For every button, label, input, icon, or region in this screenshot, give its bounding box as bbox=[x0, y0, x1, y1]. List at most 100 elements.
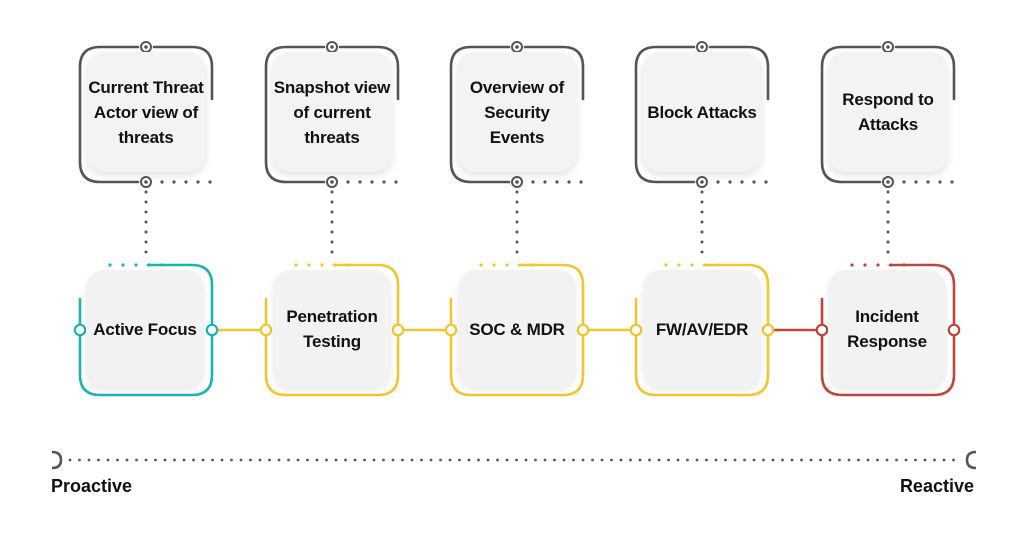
top-box-1-dot-3 bbox=[184, 180, 188, 184]
bottom-box-1-left-node bbox=[73, 323, 87, 337]
bottom-box-5-dot-4 bbox=[889, 263, 893, 267]
bottom-box-3-text: SOC & MDR bbox=[469, 319, 565, 339]
top-box-3-bottom-node-center bbox=[515, 180, 519, 184]
top-box-4-text: Block Attacks bbox=[647, 102, 757, 122]
bottom-box-4-text: FW/AV/EDR bbox=[655, 319, 749, 339]
bottom-box-2: Penetration Testing bbox=[273, 270, 391, 388]
top-box-3-outline bbox=[449, 45, 585, 184]
axis-start-bracket bbox=[51, 450, 63, 470]
top-box-2-outline bbox=[264, 45, 400, 184]
bottom-box-1: Active Focus bbox=[86, 270, 204, 388]
top-box-1-dot-5 bbox=[208, 180, 212, 184]
top-box-3-dot-2 bbox=[543, 180, 547, 184]
top-box-1-bottom-node-center bbox=[144, 180, 148, 184]
bottom-box-4-left-node bbox=[629, 323, 643, 337]
bottom-box-5-dot-5 bbox=[902, 263, 906, 267]
bottom-box-4-dot-3 bbox=[690, 263, 694, 267]
bottom-box-5-dot-1 bbox=[850, 263, 854, 267]
top-box-4-dot-1 bbox=[716, 180, 720, 184]
top-box-1-top-node-center bbox=[144, 45, 148, 49]
top-box-2-bottom-node-center bbox=[330, 180, 334, 184]
bottom-box-3: SOC & MDR bbox=[458, 270, 576, 388]
bottom-box-1-outline bbox=[78, 263, 214, 397]
bottom-box-2-left-node bbox=[259, 323, 273, 337]
bottom-box-1-text: Active Focus bbox=[93, 319, 197, 339]
bottom-box-5-right-node bbox=[947, 323, 961, 337]
top-box-5-outline bbox=[820, 45, 956, 184]
bottom-box-4-right-node bbox=[761, 323, 775, 337]
bottom-box-5-left-node bbox=[815, 323, 829, 337]
top-box-2-dot-2 bbox=[358, 180, 362, 184]
bottom-box-2-outline bbox=[264, 263, 400, 397]
top-box-1: Current Threat Actor view of threats bbox=[86, 52, 206, 172]
top-box-2-dot-3 bbox=[370, 180, 374, 184]
top-box-4-dot-3 bbox=[740, 180, 744, 184]
bottom-box-2-dot-1 bbox=[294, 263, 298, 267]
top-box-4-dot-4 bbox=[752, 180, 756, 184]
bottom-box-2-dot-4 bbox=[333, 263, 337, 267]
top-box-5-dot-3 bbox=[926, 180, 930, 184]
top-box-4-top-node-center bbox=[700, 45, 704, 49]
bottom-box-1-dot-3 bbox=[134, 263, 138, 267]
top-box-3-text: Overview of Security Events bbox=[469, 77, 565, 147]
top-box-1-dot-2 bbox=[172, 180, 176, 184]
top-box-3-dot-4 bbox=[567, 180, 571, 184]
bottom-box-4-dot-2 bbox=[677, 263, 681, 267]
proactive-label: Proactive bbox=[51, 476, 133, 496]
bottom-box-3-dot-2 bbox=[492, 263, 496, 267]
bottom-box-1-right-node bbox=[205, 323, 219, 337]
bottom-box-1-dot-2 bbox=[121, 263, 125, 267]
top-box-5: Respond to Attacks bbox=[828, 52, 948, 172]
top-box-2-dot-1 bbox=[346, 180, 350, 184]
bottom-box-5-outline bbox=[820, 263, 956, 397]
bottom-box-3-right-node bbox=[576, 323, 590, 337]
top-box-2-top-node-center bbox=[330, 45, 334, 49]
bottom-box-4-dot-4 bbox=[703, 263, 707, 267]
top-box-1-text: Current Threat Actor view of threats bbox=[88, 77, 204, 147]
bottom-box-3-dot-5 bbox=[531, 263, 535, 267]
top-box-2-dot-4 bbox=[382, 180, 386, 184]
bottom-box-4-outline bbox=[634, 263, 770, 397]
top-box-5-dot-2 bbox=[914, 180, 918, 184]
bottom-box-5-dot-2 bbox=[863, 263, 867, 267]
bottom-box-1-dot-1 bbox=[108, 263, 112, 267]
bottom-box-2-right-node bbox=[391, 323, 405, 337]
bottom-box-2-dot-3 bbox=[320, 263, 324, 267]
top-box-5-dot-4 bbox=[938, 180, 942, 184]
bottom-box-4-dot-5 bbox=[716, 263, 720, 267]
top-box-5-text: Respond to Attacks bbox=[842, 90, 934, 134]
reactive-label: Reactive bbox=[899, 476, 974, 496]
top-box-3-dot-5 bbox=[579, 180, 583, 184]
bottom-box-5-dot-3 bbox=[876, 263, 880, 267]
bottom-box-4-dot-1 bbox=[664, 263, 668, 267]
bottom-box-3-dot-4 bbox=[518, 263, 522, 267]
top-box-2-text: Snapshot view of current threats bbox=[273, 77, 391, 147]
bottom-box-5: Incident Response bbox=[828, 270, 946, 388]
top-box-4-bottom-node-center bbox=[700, 180, 704, 184]
top-box-2-dot-5 bbox=[394, 180, 398, 184]
top-box-5-top-node-center bbox=[886, 45, 890, 49]
bottom-box-1-dot-5 bbox=[160, 263, 164, 267]
axis-end-bracket bbox=[965, 450, 977, 470]
top-box-3-dot-1 bbox=[531, 180, 535, 184]
top-box-2: Snapshot view of current threats bbox=[272, 52, 392, 172]
top-box-5-dot-1 bbox=[902, 180, 906, 184]
top-box-5-bottom-node-center bbox=[886, 180, 890, 184]
bottom-box-3-dot-1 bbox=[479, 263, 483, 267]
top-box-3-top-node-center bbox=[515, 45, 519, 49]
top-box-1-dot-1 bbox=[160, 180, 164, 184]
top-box-4-dot-5 bbox=[764, 180, 768, 184]
top-box-1-outline bbox=[78, 45, 214, 184]
bottom-box-3-outline bbox=[449, 263, 585, 397]
bottom-box-2-dot-2 bbox=[307, 263, 311, 267]
bottom-box-3-left-node bbox=[444, 323, 458, 337]
bottom-box-1-dot-4 bbox=[147, 263, 151, 267]
top-box-3: Overview of Security Events bbox=[457, 52, 577, 172]
top-box-4-dot-2 bbox=[728, 180, 732, 184]
top-box-1-dot-4 bbox=[196, 180, 200, 184]
bottom-box-3-dot-3 bbox=[505, 263, 509, 267]
bottom-box-4: FW/AV/EDR bbox=[643, 270, 761, 388]
bottom-box-2-text: Penetration Testing bbox=[286, 307, 378, 351]
top-box-5-dot-5 bbox=[950, 180, 954, 184]
